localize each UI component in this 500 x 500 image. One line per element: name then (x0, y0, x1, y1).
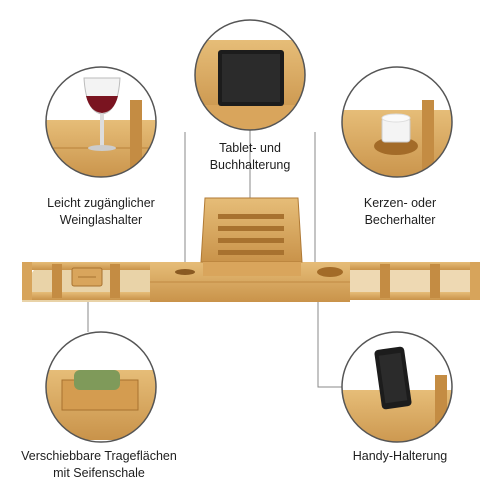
phone-circle (341, 331, 453, 443)
label-phone: Handy-Halterung (330, 448, 470, 465)
soap-icon (74, 370, 120, 390)
callout-line-phone (317, 296, 342, 388)
label-glass-line1: Leicht zugänglicher (47, 196, 155, 210)
label-soap-line1: Verschiebbare Trageflächen (21, 449, 177, 463)
label-tablet: Tablet- und Buchhalterung (180, 140, 320, 174)
label-candle: Kerzen- oder Becherhalter (330, 195, 470, 229)
wine-glass-circle (45, 66, 157, 178)
candle-circle (341, 66, 453, 178)
phone-icon (374, 346, 412, 410)
label-tablet-line2: Buchhalterung (209, 158, 291, 172)
callout-lines (87, 130, 342, 388)
label-candle-line1: Kerzen- oder (363, 196, 437, 210)
label-phone-line1: Handy-Halterung (352, 449, 448, 463)
candle-icon (381, 113, 411, 143)
label-candle-line2: Becherhalter (364, 213, 436, 227)
tablet-circle (194, 19, 306, 131)
bath-tray (22, 197, 480, 302)
soap-circle (45, 331, 157, 443)
tablet-icon (218, 50, 284, 106)
label-tablet-line1: Tablet- und (219, 141, 281, 155)
wine-glass-icon (83, 77, 121, 151)
label-soap: Verschiebbare Trageflächen mit Seifensch… (4, 448, 194, 482)
label-glass-line2: Weinglashalter (59, 213, 143, 227)
label-glass: Leicht zugänglicher Weinglashalter (16, 195, 186, 229)
label-soap-line2: mit Seifenschale (53, 466, 145, 480)
